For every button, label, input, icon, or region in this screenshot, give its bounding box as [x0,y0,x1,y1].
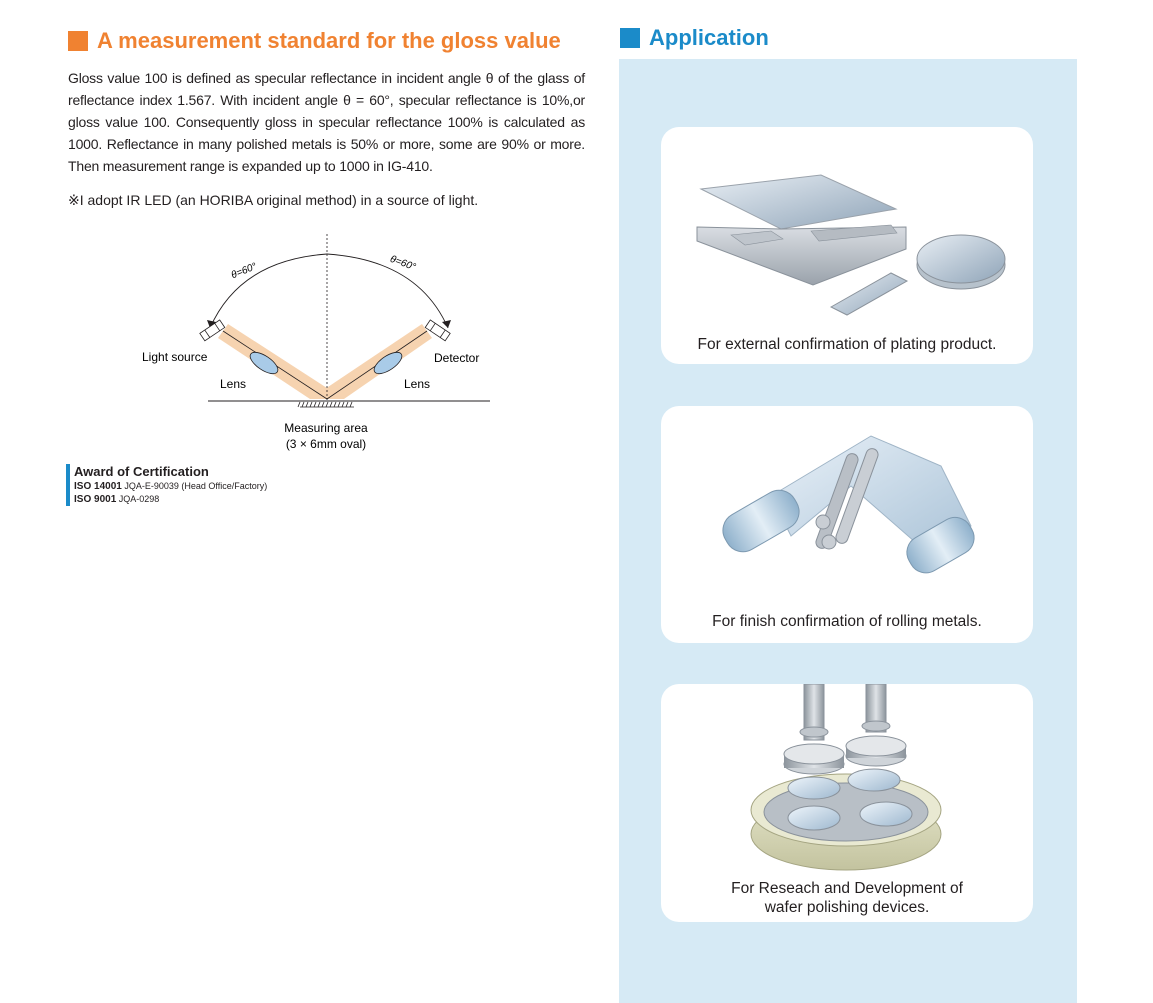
lens-left-label: Lens [220,377,246,391]
blue-square-icon [620,28,640,48]
iso14001-row: ISO 14001 JQA-E-90039 (Head Office/Facto… [74,480,267,493]
angle-arc-left [209,253,328,329]
section-title-application: Application [620,25,769,51]
arrow-right-icon [442,320,451,328]
caption-wafer-line1: For Reseach and Development of [731,880,963,897]
angle-arc-right [326,253,449,329]
incident-beam [218,324,344,399]
award-title: Award of Certification [74,464,209,479]
measuring-area-size-label: (3 × 6mm oval) [286,437,366,451]
wafer-polisher-illustration [750,684,942,871]
application-card-plating: For external confirmation of plating pro… [661,127,1033,364]
angle-left-label: θ=60° [230,261,259,281]
light-source-label: Light source [142,350,208,364]
measuring-area-hatch [297,401,354,408]
rolling-mill-illustration [722,435,975,574]
iso9001-row: ISO 9001 JQA-0298 [74,493,267,506]
application-heading: Application [649,25,769,50]
gloss-description: Gloss value 100 is defined as specular r… [68,70,585,174]
light-source-icon [199,319,226,342]
application-card-rolling: For finish confirmation of rolling metal… [661,406,1033,643]
orange-square-icon [68,31,88,51]
section-title-gloss: A measurement standard for the gloss val… [68,28,561,54]
lens-right-label: Lens [404,377,430,391]
laptop-phone-wafer-illustration [696,174,1006,316]
application-panel: For external confirmation of plating pro… [619,59,1077,1003]
lens-left-icon [249,351,279,375]
iso9001-label: ISO 9001 [74,494,117,505]
detector-icon [424,319,451,342]
iso14001-label: ISO 14001 [74,481,122,492]
award-of-certification: Award of Certification ISO 14001 JQA-E-9… [66,464,267,506]
arrow-left-icon [207,320,216,328]
iso9001-detail: JQA-0298 [118,494,160,504]
application-card-wafer: For Reseach and Development of wafer pol… [661,684,1033,922]
caption-wafer: For Reseach and Development of wafer pol… [661,879,1033,917]
gloss-measurement-diagram: θ=60° θ=60° Light source Detector Lens L… [142,234,490,451]
caption-plating: For external confirmation of plating pro… [697,336,997,353]
gloss-standard-heading: A measurement standard for the gloss val… [97,28,561,53]
measuring-area-label: Measuring area [284,421,368,435]
reflected-beam [310,324,432,399]
detector-label: Detector [434,351,479,365]
caption-rolling: For finish confirmation of rolling metal… [712,613,982,630]
iso14001-detail: JQA-E-90039 (Head Office/Factory) [124,481,268,491]
caption-wafer-line2: wafer polishing devices. [764,899,930,916]
ir-led-note: ※I adopt IR LED (an HORIBA original meth… [68,192,479,208]
lens-right-icon [373,351,403,375]
